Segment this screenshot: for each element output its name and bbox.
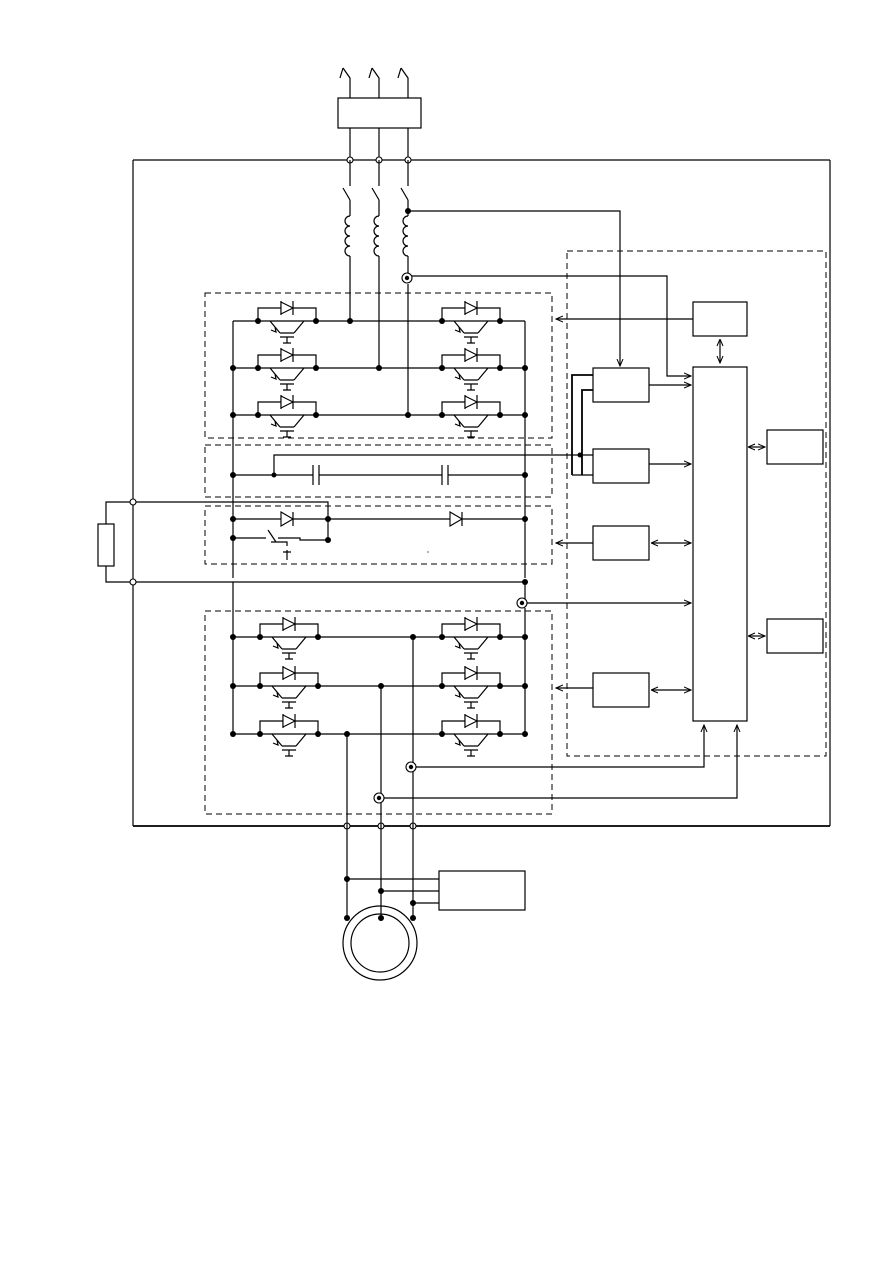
motor-feedback-block bbox=[438, 870, 526, 911]
rectifier-nodes bbox=[230, 318, 528, 418]
inverter-nodes bbox=[230, 634, 528, 737]
rectifier-switch-left-1 bbox=[255, 301, 319, 344]
inverter-rails bbox=[232, 582, 526, 734]
io-block-upper bbox=[766, 429, 824, 465]
inverter-switch-left-1 bbox=[257, 617, 321, 660]
rectifier-switches bbox=[255, 301, 503, 438]
inverter-switch-left-3 bbox=[257, 714, 321, 757]
input-reactors bbox=[344, 215, 409, 415]
brake-chopper bbox=[230, 511, 528, 560]
inverter-driver-block bbox=[592, 672, 650, 708]
brake-chopper-outline bbox=[204, 505, 553, 565]
input-filter-block bbox=[337, 97, 422, 129]
main-controller-block bbox=[692, 366, 748, 722]
input-phase-lines bbox=[349, 128, 409, 160]
io-block-lower bbox=[766, 618, 824, 654]
rectifier-switch-right-3 bbox=[439, 395, 503, 438]
inverter-switches bbox=[257, 617, 503, 757]
line-sense-block bbox=[592, 367, 650, 403]
inverter-switch-left-2 bbox=[257, 666, 321, 709]
motor-rotor bbox=[350, 913, 410, 973]
inverter-switch-right-2 bbox=[439, 666, 503, 709]
dc-voltage-sense bbox=[271, 452, 593, 478]
inverter-switch-right-1 bbox=[439, 617, 503, 660]
output-phase-lines bbox=[346, 637, 414, 826]
inverter-switch-right-3 bbox=[439, 714, 503, 757]
rectifier-switch-left-2 bbox=[255, 348, 319, 391]
rectifier-switch-left-3 bbox=[255, 395, 319, 438]
dc-link-module-outline bbox=[204, 444, 553, 498]
control-signal-lines bbox=[384, 210, 765, 799]
power-supply-block bbox=[692, 301, 748, 337]
main-contactor bbox=[342, 160, 409, 216]
enclosure-terminals bbox=[343, 156, 417, 830]
brake-driver-block bbox=[592, 525, 650, 561]
dc-link-capacitors bbox=[230, 465, 528, 485]
inverter-module-outline bbox=[204, 610, 553, 815]
motor-stator bbox=[342, 905, 418, 981]
mains-input bbox=[339, 67, 409, 98]
rectifier-module-outline bbox=[204, 292, 553, 439]
motor-connections bbox=[344, 826, 439, 921]
control-board-outline bbox=[566, 250, 827, 757]
rectifier-switch-right-1 bbox=[439, 301, 503, 344]
enclosure-frame bbox=[132, 159, 831, 826]
rectifier-switch-right-2 bbox=[439, 348, 503, 391]
dc-measure-block bbox=[592, 448, 650, 484]
brake-resistor bbox=[97, 498, 528, 586]
